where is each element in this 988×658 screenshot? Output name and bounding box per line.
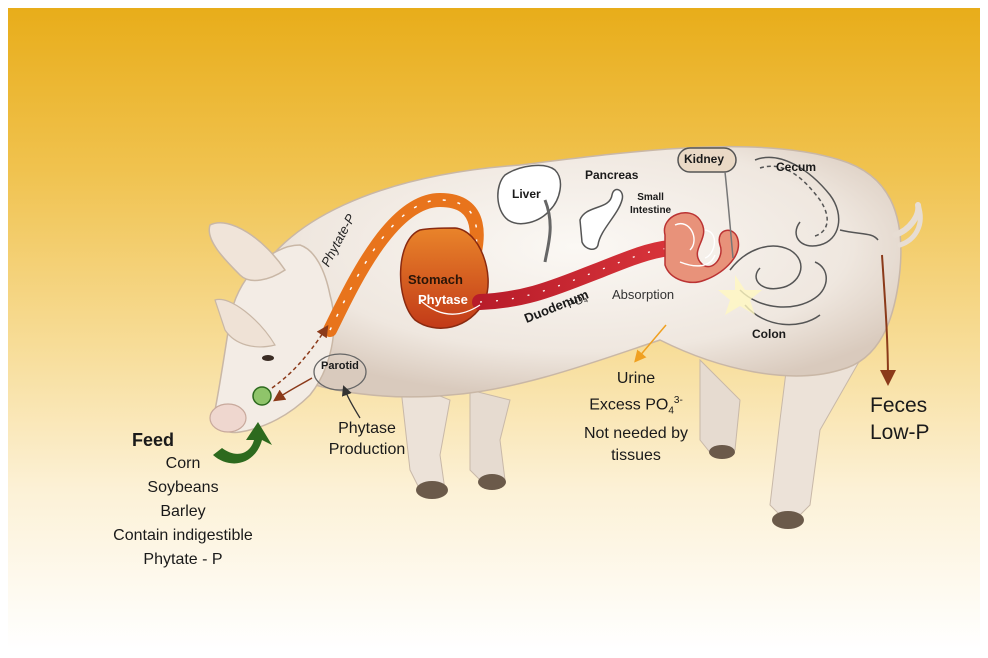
feces-line-1: Feces bbox=[870, 392, 930, 419]
urine-title: Urine bbox=[556, 368, 716, 390]
urine-excess-line: Excess PO43- bbox=[556, 390, 716, 423]
pancreas-label: Pancreas bbox=[585, 168, 638, 182]
feed-item: Corn bbox=[88, 452, 278, 476]
feed-title: Feed bbox=[88, 428, 218, 452]
phytase-production-line-1: Phytase bbox=[312, 418, 422, 439]
feces-block: Feces Low-P bbox=[870, 392, 930, 446]
parotid-label: Parotid bbox=[321, 360, 359, 372]
feed-item: Barley bbox=[88, 500, 278, 524]
urine-excess-text: Excess PO bbox=[589, 396, 668, 413]
feed-pellet-icon bbox=[253, 387, 271, 405]
phytase-production-label: Phytase Production bbox=[312, 418, 422, 460]
stomach-label: Stomach bbox=[408, 272, 463, 287]
urine-superscript: 3- bbox=[674, 395, 683, 406]
absorption-label: Absorption bbox=[612, 287, 674, 302]
pig-body bbox=[209, 147, 920, 529]
phytase-label: Phytase bbox=[418, 292, 468, 307]
small-intestine-line-1: Small bbox=[630, 191, 671, 204]
phytase-production-line-2: Production bbox=[312, 439, 422, 460]
feces-line-2: Low-P bbox=[870, 419, 930, 446]
urine-line-4: tissues bbox=[556, 445, 716, 467]
kidney-label: Kidney bbox=[684, 152, 724, 166]
feed-item: Soybeans bbox=[88, 476, 278, 500]
urine-block: Urine Excess PO43- Not needed by tissues bbox=[556, 368, 716, 467]
feed-block: Feed Corn Soybeans Barley Contain indige… bbox=[88, 428, 278, 572]
colon-label: Colon bbox=[752, 327, 786, 341]
feed-item: Phytate - P bbox=[88, 548, 278, 572]
small-intestine-label: Small Intestine bbox=[630, 191, 671, 217]
cecum-label: Cecum bbox=[776, 160, 816, 174]
feed-item: Contain indigestible bbox=[88, 524, 278, 548]
small-intestine-line-2: Intestine bbox=[630, 204, 671, 217]
urine-line-3: Not needed by bbox=[556, 423, 716, 445]
urine-subscript: 4 bbox=[668, 406, 674, 417]
liver-label: Liver bbox=[512, 187, 541, 201]
